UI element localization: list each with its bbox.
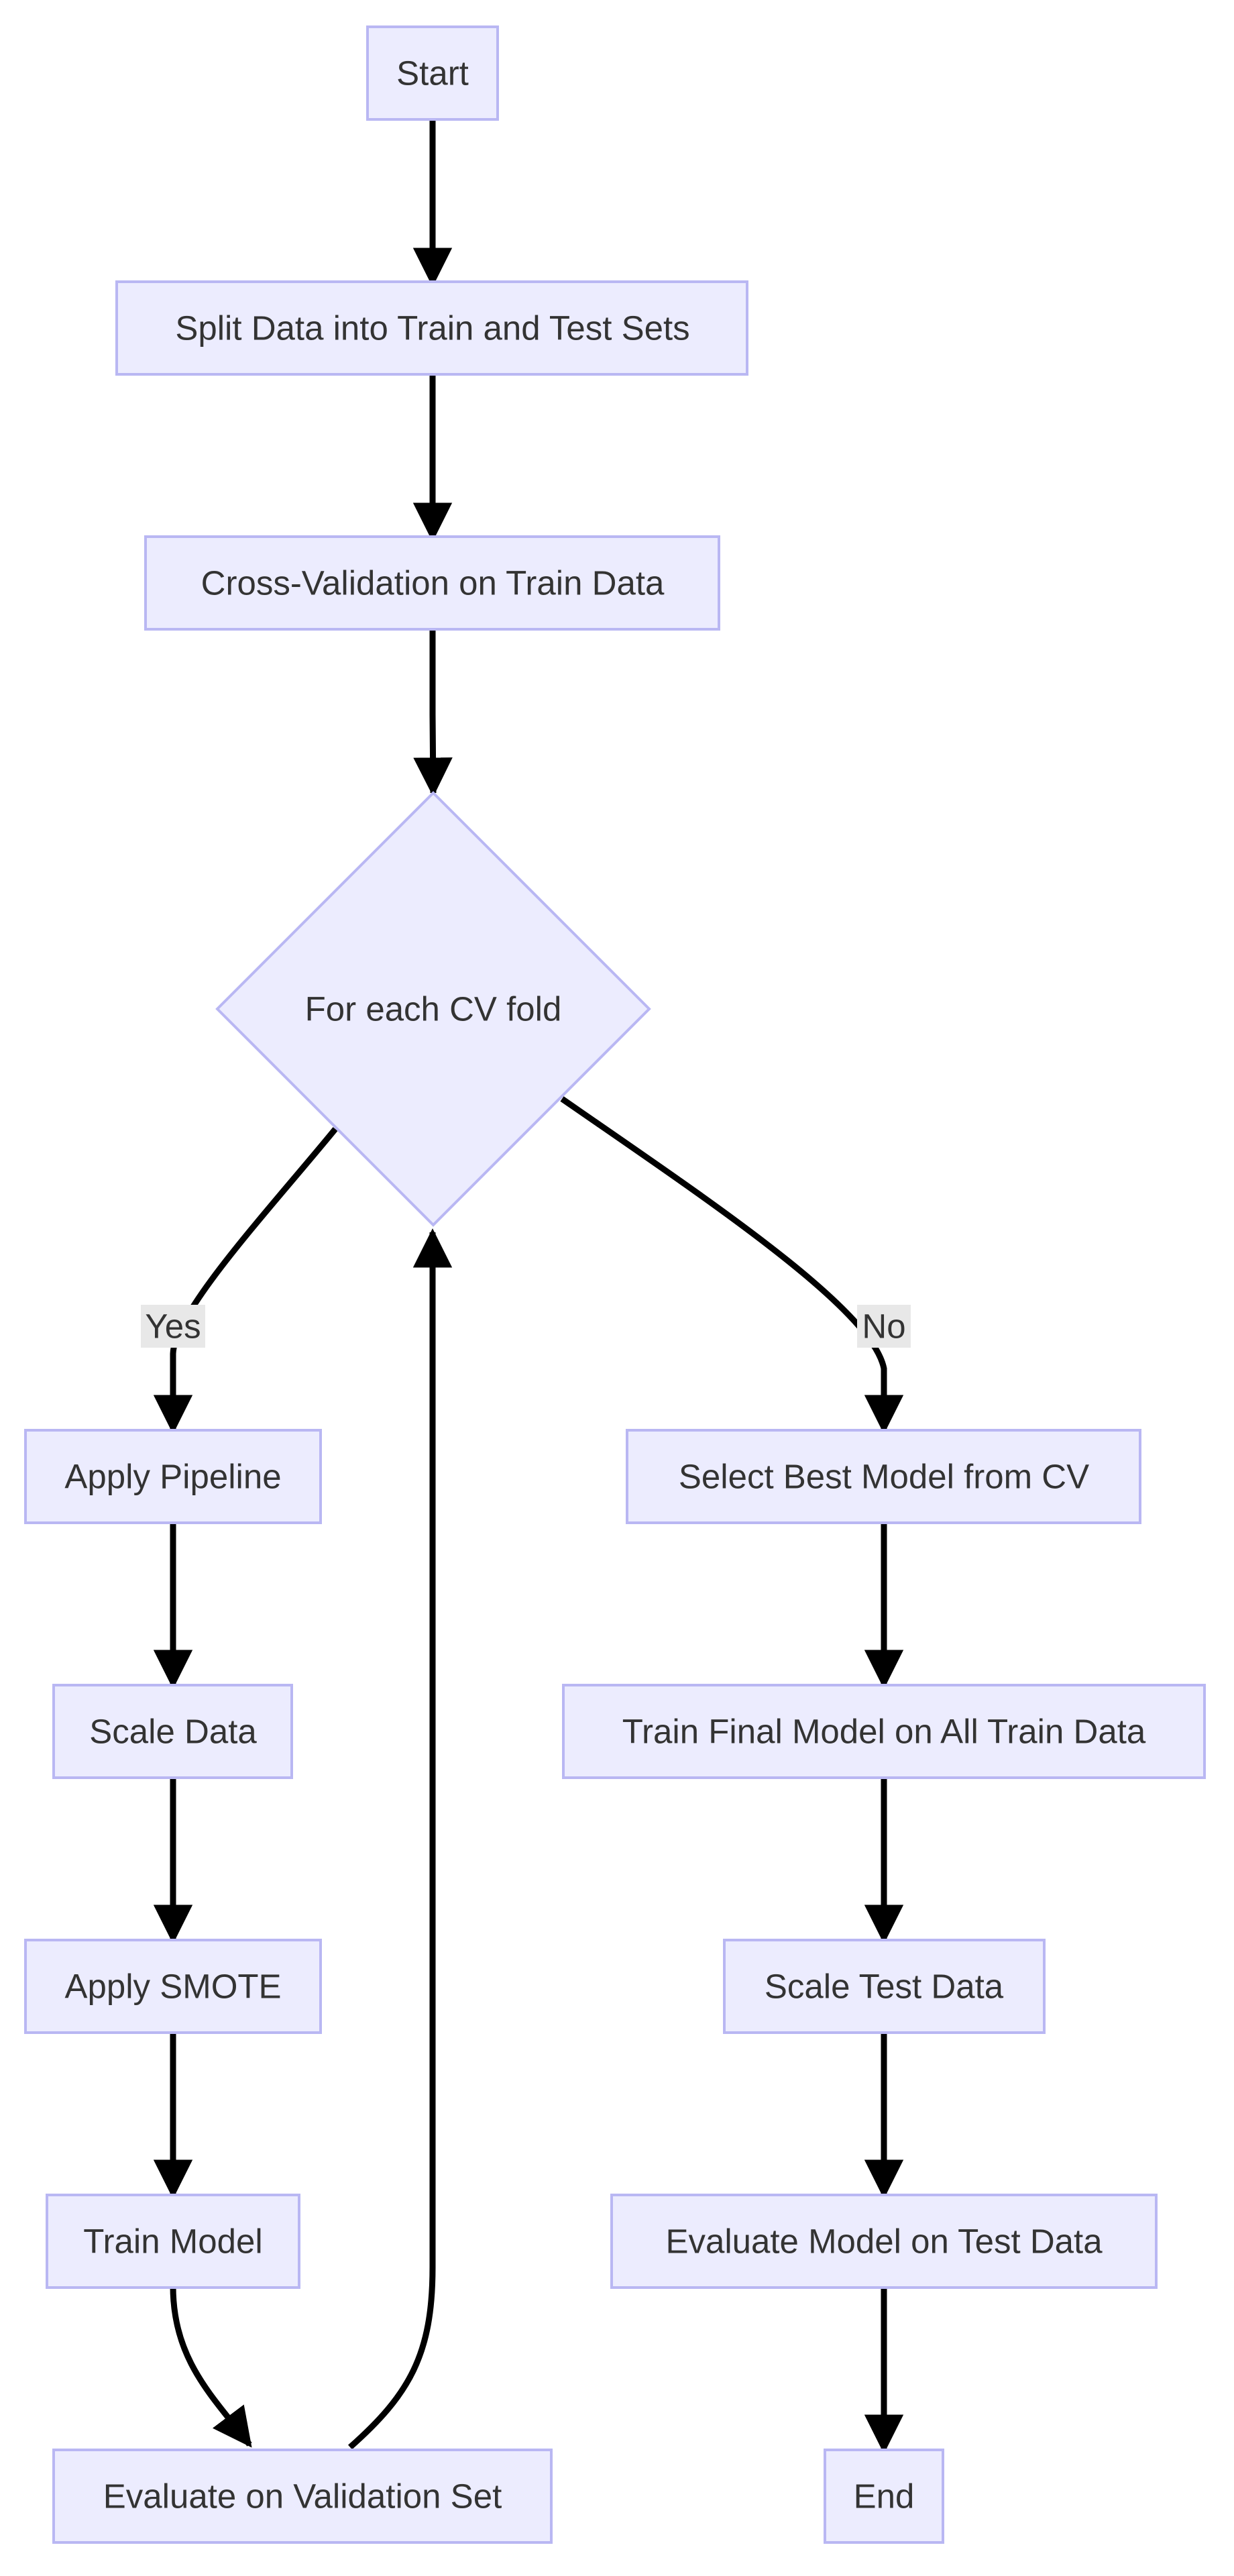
node-apply-smote: Apply SMOTE <box>24 1939 322 2034</box>
node-split-data: Split Data into Train and Test Sets <box>115 280 748 376</box>
edges <box>153 119 904 2454</box>
node-split-data-label: Split Data into Train and Test Sets <box>175 309 689 347</box>
edge-decision-to-select-best <box>560 1096 904 1434</box>
node-apply-smote-label: Apply SMOTE <box>64 1968 281 2006</box>
edge-label-yes: Yes <box>141 1305 205 1348</box>
node-start-label: Start <box>396 54 469 93</box>
node-cv-fold-decision-label: For each CV fold <box>305 990 562 1028</box>
node-end: End <box>824 2449 944 2544</box>
edge-train-model-to-evaluate-validation <box>170 2286 252 2448</box>
node-evaluate-test-label: Evaluate Model on Test Data <box>665 2222 1103 2261</box>
node-cross-validation-label: Cross-Validation on Train Data <box>201 564 665 602</box>
edge-label-no: No <box>857 1305 911 1348</box>
node-evaluate-test: Evaluate Model on Test Data <box>610 2194 1158 2289</box>
node-end-label: End <box>854 2477 915 2516</box>
node-scale-data: Scale Data <box>52 1684 293 1779</box>
node-start: Start <box>366 25 499 121</box>
node-train-model-label: Train Model <box>83 2222 262 2261</box>
node-select-best-model: Select Best Model from CV <box>626 1429 1141 1524</box>
node-scale-test-data-label: Scale Test Data <box>765 1968 1004 2006</box>
edge-evaluate-validation-to-decision <box>348 1228 453 2450</box>
node-train-final-model: Train Final Model on All Train Data <box>562 1684 1206 1779</box>
node-evaluate-validation: Evaluate on Validation Set <box>52 2449 553 2544</box>
node-scale-test-data: Scale Test Data <box>723 1939 1046 2034</box>
edge-label-yes-text: Yes <box>145 1307 201 1346</box>
node-cross-validation: Cross-Validation on Train Data <box>144 535 720 631</box>
node-evaluate-validation-label: Evaluate on Validation Set <box>103 2477 502 2516</box>
node-apply-pipeline: Apply Pipeline <box>24 1429 322 1524</box>
node-cv-fold-decision: For each CV fold <box>215 791 651 1227</box>
node-apply-pipeline-label: Apply Pipeline <box>64 1458 281 1496</box>
node-select-best-model-label: Select Best Model from CV <box>679 1458 1089 1496</box>
edge-label-no-text: No <box>862 1307 905 1346</box>
node-train-final-model-label: Train Final Model on All Train Data <box>622 1713 1146 1751</box>
node-train-model: Train Model <box>46 2194 300 2289</box>
node-scale-data-label: Scale Data <box>89 1713 257 1751</box>
edge-decision-to-apply-pipeline <box>153 1127 338 1434</box>
